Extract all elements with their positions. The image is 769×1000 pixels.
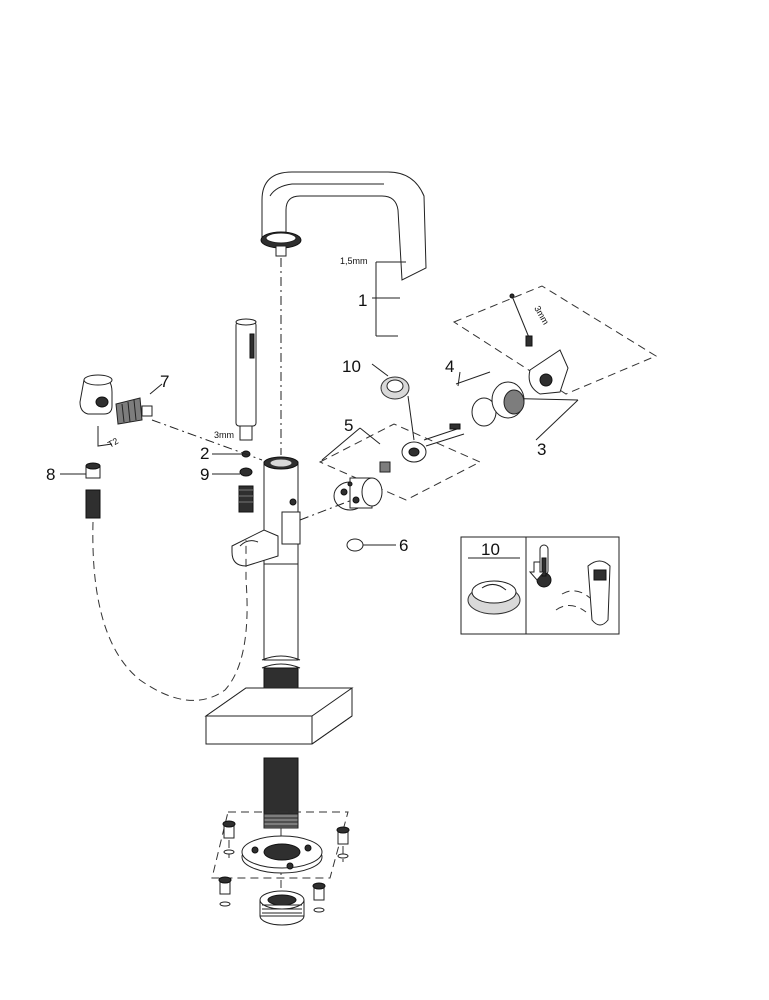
callout-10: 10 — [342, 357, 361, 376]
column-upper — [263, 258, 301, 565]
mounting-flange — [211, 811, 349, 900]
cartridge — [299, 423, 482, 521]
callout-9: 9 — [200, 465, 209, 484]
arrow-down-icon — [528, 561, 546, 581]
hand-shower — [235, 318, 257, 441]
inset-label: 10 — [481, 540, 500, 559]
callout-7: 7 — [160, 372, 169, 391]
hex-key-size-left: 3mm — [214, 430, 234, 440]
cap-10 — [380, 376, 415, 441]
spout — [260, 171, 427, 281]
base-plate — [204, 687, 354, 745]
shower-holder — [231, 529, 279, 567]
callout-1: 1 — [358, 291, 367, 310]
hex-key-size-top: 1,5mm — [340, 256, 368, 266]
shower-hose — [92, 521, 248, 701]
cap-detail-icon — [467, 580, 521, 615]
leader-lines — [60, 261, 579, 546]
parts-2-9 — [238, 450, 254, 513]
callout-3: 3 — [537, 440, 546, 459]
wall-connector — [79, 374, 263, 461]
inset-box: 10 — [460, 536, 620, 635]
hose-nut-8 — [85, 462, 101, 519]
fixing-screws — [218, 820, 350, 913]
bottom-pipe — [263, 757, 299, 829]
callout-8: 8 — [46, 465, 55, 484]
callout-5: 5 — [344, 416, 353, 435]
callout-4: 4 — [445, 357, 454, 376]
hex-key-size-handle: 3mm — [532, 304, 551, 326]
lever-group — [452, 285, 658, 427]
callout-6: 6 — [399, 536, 408, 555]
torx-size: T2 — [106, 436, 120, 450]
callout-2: 2 — [200, 444, 209, 463]
threaded-nut — [259, 890, 305, 926]
lever-handle-icon — [555, 560, 611, 626]
cartridge-nut — [401, 423, 465, 463]
